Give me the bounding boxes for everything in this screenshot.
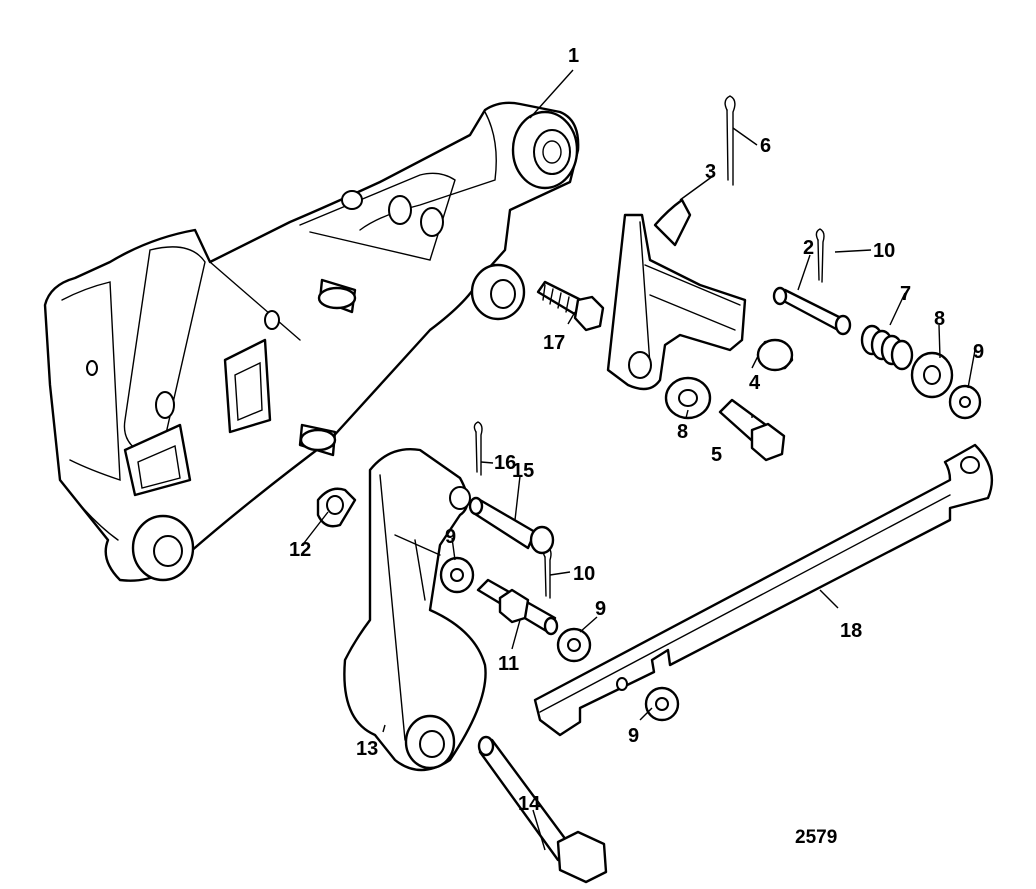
callout-15: 15 (512, 460, 534, 482)
part-9-washer (948, 384, 982, 420)
part-9-washer (439, 556, 475, 594)
callout-3: 3 (705, 161, 716, 183)
callout-6: 6 (760, 135, 771, 157)
part-13-lower-lever (343, 448, 487, 772)
part-4-bushing (756, 338, 794, 372)
callout-5: 5 (711, 444, 722, 466)
part-16-cotter-pin (473, 421, 483, 476)
figure-number: 2579 (795, 827, 837, 848)
callout-18: 18 (840, 620, 862, 642)
callout-9: 9 (628, 725, 639, 747)
callout-13: 13 (356, 738, 378, 760)
callout-8: 8 (677, 421, 688, 443)
callout-14: 14 (518, 793, 541, 815)
part-3-lever (606, 198, 747, 391)
part-15-pin (468, 496, 555, 555)
part-18-link-bar (533, 443, 993, 737)
part-6-cotter-pin (724, 95, 736, 186)
callout-4: 4 (749, 372, 761, 394)
callout-9: 9 (973, 341, 984, 363)
callout-9: 9 (445, 526, 456, 548)
part-8-washer (664, 376, 712, 420)
callout-10: 10 (573, 563, 595, 585)
callout-16: 16 (494, 452, 516, 474)
part-12-plate-nut (316, 487, 357, 528)
callout-1: 1 (568, 45, 579, 67)
callout-12: 12 (289, 539, 311, 561)
part-10-cotter-pin (542, 546, 552, 599)
part-10-cotter-pin (815, 228, 825, 283)
part-9-washer (644, 686, 680, 722)
part-11-stud (476, 578, 559, 636)
callout-10: 10 (873, 240, 895, 262)
part-5-hex-bolt (718, 398, 786, 462)
part-9-washer (556, 627, 592, 663)
part-2-pin (772, 286, 852, 336)
part-1-bracket-plate (43, 101, 580, 582)
callout-11: 11 (498, 653, 519, 675)
part-7-spring (860, 324, 914, 371)
callout-17: 17 (543, 332, 565, 354)
callout-8: 8 (934, 308, 945, 330)
callout-7: 7 (900, 283, 911, 305)
leader-lines (303, 69, 976, 851)
callout-9: 9 (595, 598, 606, 620)
part-14-long-bolt (477, 735, 608, 884)
part-8-washer (910, 351, 954, 399)
callout-2: 2 (803, 237, 814, 259)
part-17-bolt (536, 280, 605, 332)
